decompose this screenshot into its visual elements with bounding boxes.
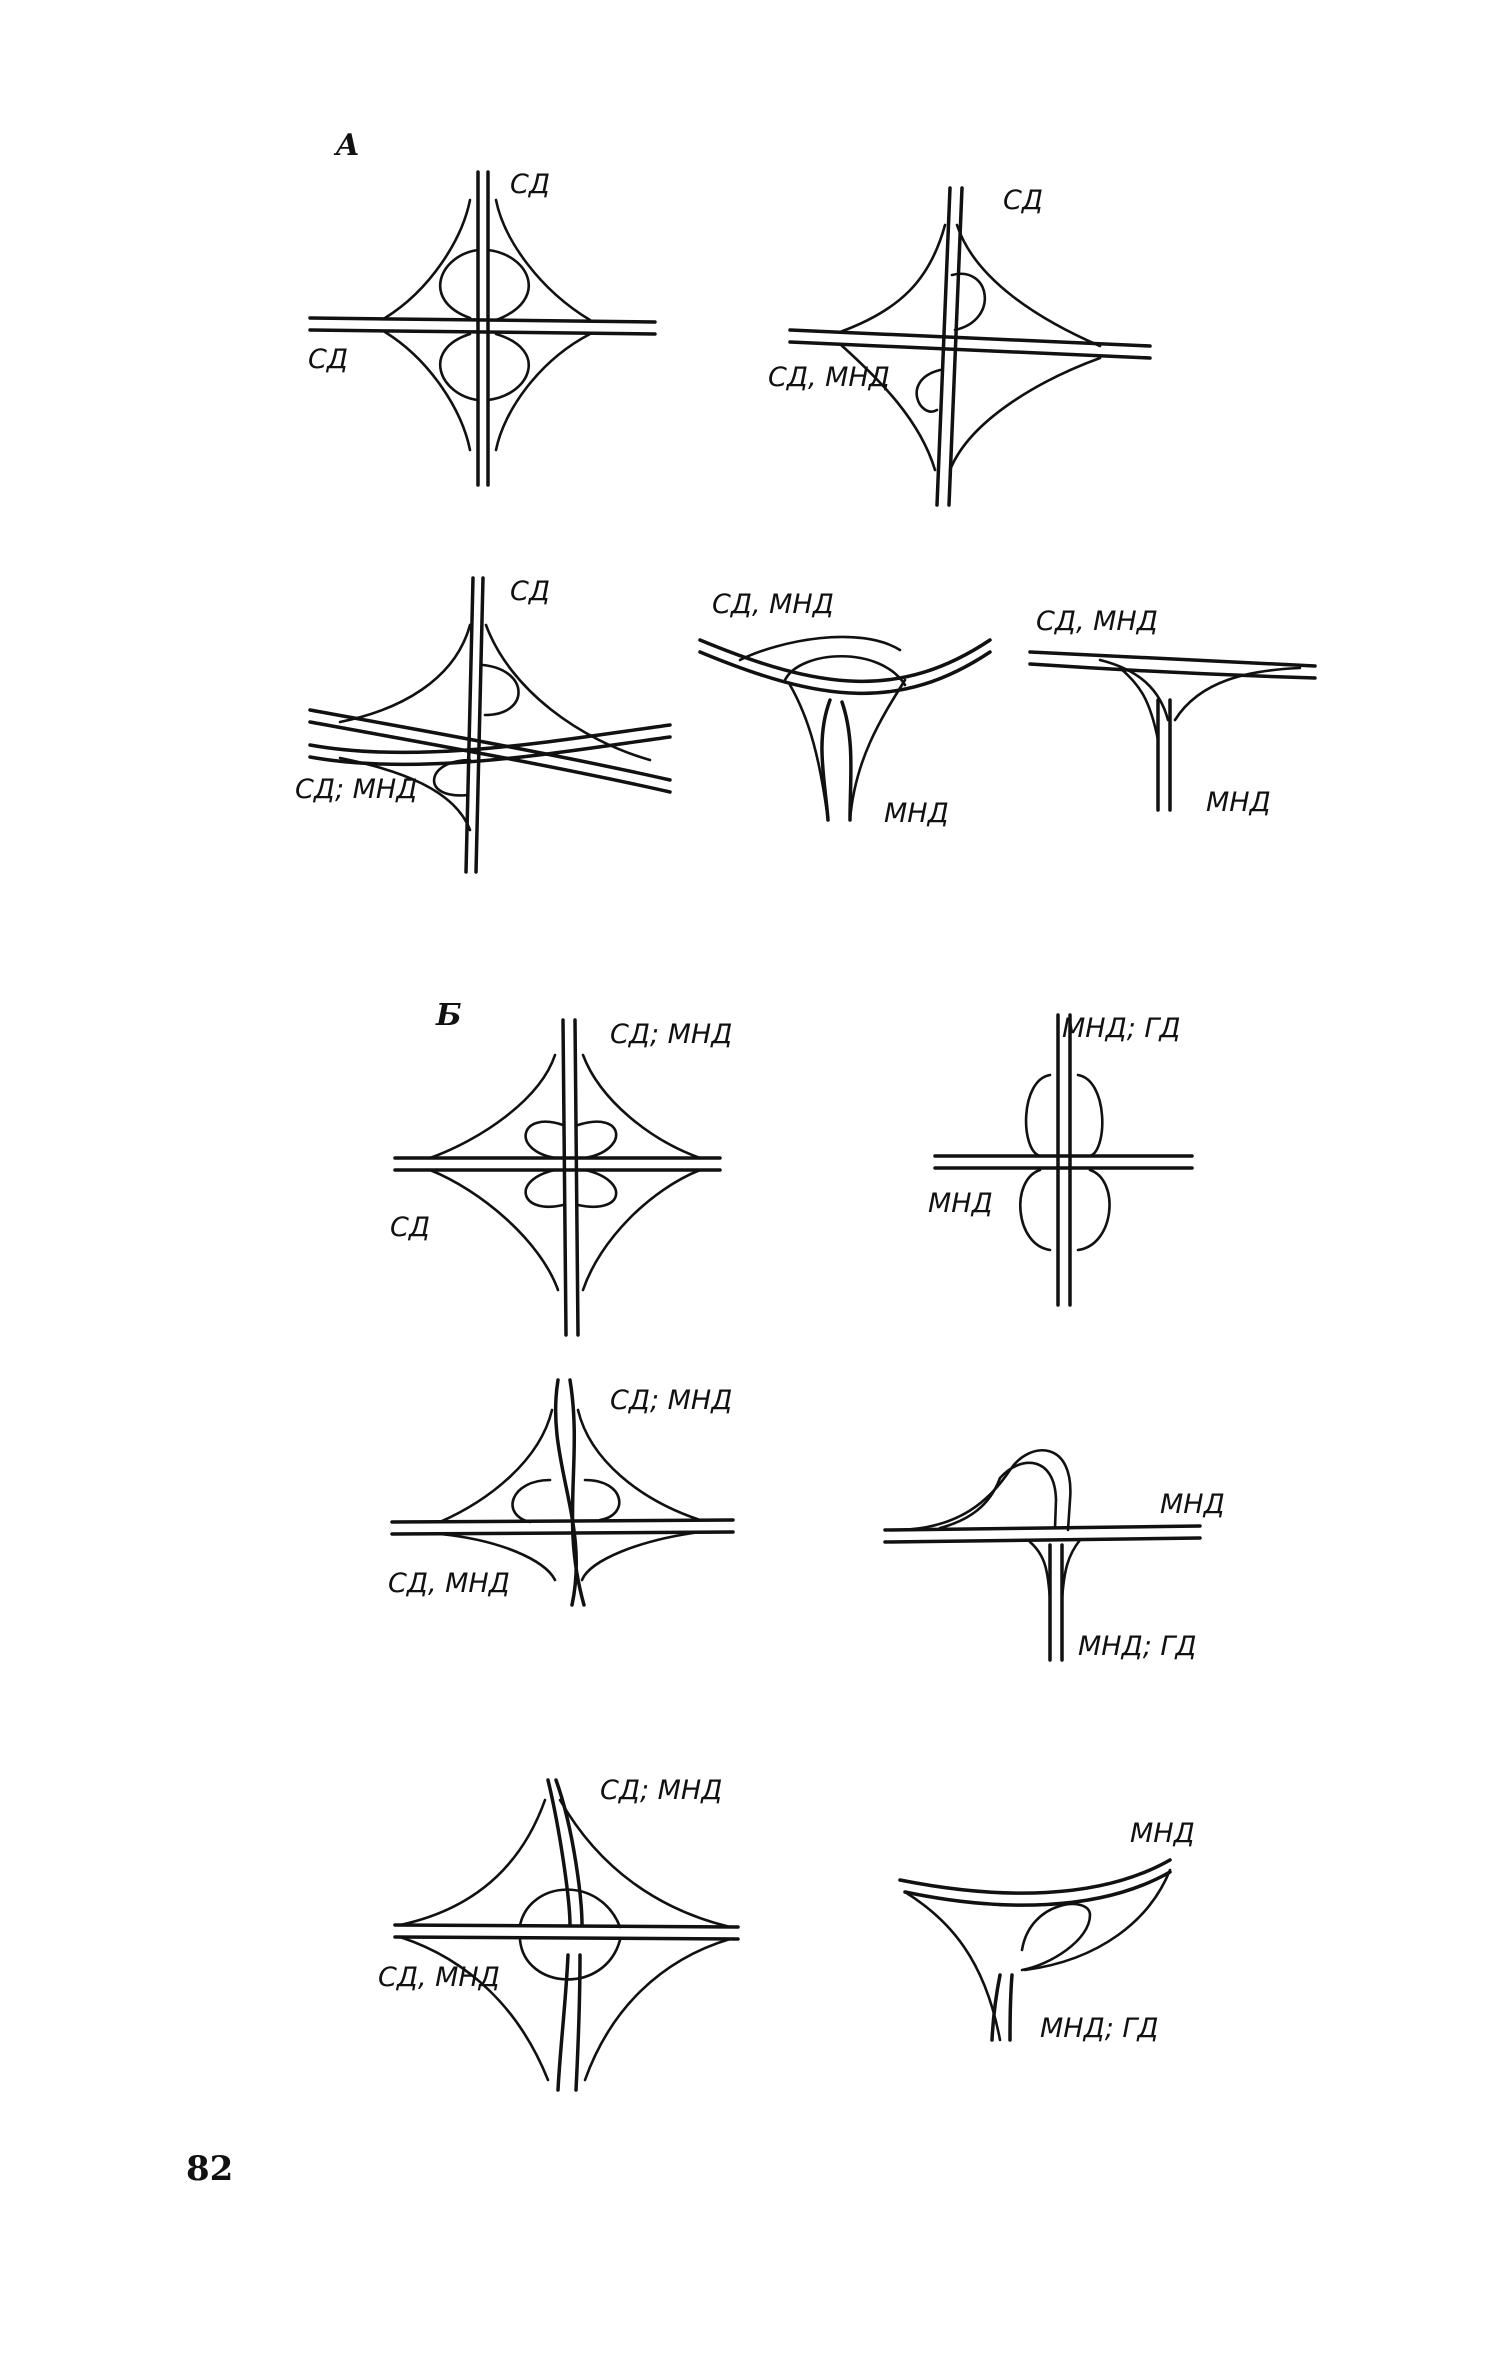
diagram-b1: СД; МНД СД: [390, 1018, 732, 1337]
diagram-b5: СД; МНД СД, МНД: [378, 1775, 740, 2092]
label-top: СД, МНД: [712, 589, 834, 620]
label-bottom: МНД; ГД: [1078, 1631, 1197, 1662]
label-left: СД; МНД: [295, 774, 417, 805]
label-top: СД; МНД: [610, 1385, 732, 1416]
label-left: СД: [308, 344, 348, 375]
diagram-b2: МНД; ГД МНД: [928, 1013, 1194, 1307]
diagram-b3: СД; МНД СД, МНД: [388, 1378, 735, 1607]
label-top: СД: [1003, 185, 1043, 216]
label-left: СД, МНД: [378, 1962, 500, 1993]
diagram-a2: СД СД, МНД: [768, 185, 1152, 507]
label-top: СД; МНД: [610, 1019, 732, 1050]
section-label-b: Б: [435, 998, 462, 1033]
label-top: МНД; ГД: [1062, 1013, 1181, 1044]
diagram-a1: СД СД: [308, 169, 657, 487]
label-top: СД: [510, 169, 550, 200]
section-label-a: A: [333, 128, 359, 163]
label-top: СД; МНД: [600, 1775, 722, 1806]
diagram-a4: СД, МНД МНД: [698, 589, 992, 829]
label-top: СД: [510, 576, 550, 607]
label-left: МНД: [928, 1188, 993, 1219]
diagram-b6: МНД МНД; ГД: [898, 1818, 1195, 2044]
label-bottom: МНД: [884, 798, 949, 829]
label-bottom: МНД: [1206, 787, 1271, 818]
label-left: СД: [390, 1212, 430, 1243]
diagram-a3: СД СД; МНД: [295, 576, 672, 874]
label-left: СД, МНД: [388, 1568, 510, 1599]
label-top: МНД: [1130, 1818, 1195, 1849]
page-number: 82: [186, 2149, 233, 2189]
diagram-b4: МНД МНД; ГД: [883, 1449, 1225, 1662]
label-right: МНД: [1160, 1489, 1225, 1520]
diagram-a5: СД, МНД МНД: [1028, 606, 1317, 818]
label-bottom: МНД; ГД: [1040, 2013, 1159, 2044]
label-top: СД, МНД: [1036, 606, 1158, 637]
label-left: СД, МНД: [768, 362, 890, 393]
